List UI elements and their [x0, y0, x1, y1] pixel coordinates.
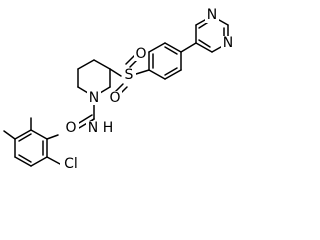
bond	[135, 69, 150, 75]
bond	[46, 156, 61, 165]
atom-labels: N N O S O N O N H Cl	[60, 7, 235, 172]
atom-o-carbonyl: O	[65, 120, 76, 136]
atom-n-pyrimidine-bottom: N	[223, 35, 233, 51]
bond	[3, 130, 16, 140]
atom-o-sulfonyl-upper: O	[135, 46, 146, 62]
bond	[198, 39, 211, 48]
bond	[180, 42, 197, 53]
bond	[77, 59, 95, 70]
bond	[195, 42, 213, 53]
bond	[164, 67, 178, 76]
bond	[14, 129, 32, 140]
atom-n-piperidine: N	[89, 90, 99, 106]
bond	[148, 69, 166, 80]
atom-n-amide: N	[88, 120, 98, 136]
bond	[164, 46, 178, 55]
bond	[46, 134, 59, 140]
bond	[18, 133, 32, 142]
atom-o-sulfonyl-lower: O	[109, 90, 120, 106]
bond	[78, 114, 93, 124]
bond	[77, 86, 89, 94]
bond	[164, 69, 182, 80]
bond	[93, 59, 111, 70]
bond	[30, 156, 48, 167]
bond	[99, 86, 111, 94]
atom-n-pyrimidine-top: N	[207, 7, 217, 23]
bond	[164, 42, 182, 53]
chemical-structure: N N O S O N O N H Cl	[3, 7, 235, 172]
bond	[30, 129, 48, 140]
bond	[109, 68, 122, 77]
bond	[148, 42, 166, 53]
atom-h-amide: H	[103, 120, 114, 136]
atom-chlorine: Cl	[64, 156, 78, 172]
bond	[125, 54, 136, 65]
bond	[18, 154, 32, 163]
bond	[14, 156, 32, 167]
atom-sulfur: S	[125, 67, 134, 83]
